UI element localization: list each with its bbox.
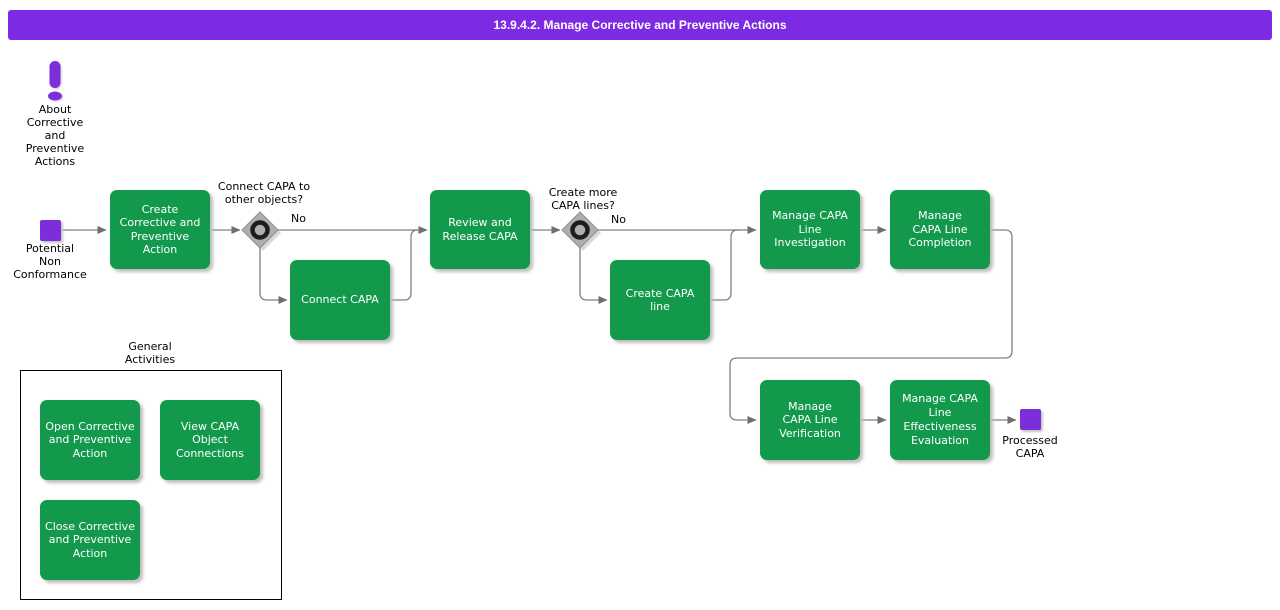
activity-connect-capa[interactable]: Connect CAPA xyxy=(290,260,390,340)
page-title: 13.9.4.2. Manage Corrective and Preventi… xyxy=(493,18,787,32)
line-createline-loop xyxy=(710,229,741,301)
arrow-decision2-to-createline xyxy=(579,248,608,304)
line-wrap-to-verification xyxy=(729,229,1013,424)
decision2-question: Create more CAPA lines? xyxy=(548,186,618,212)
decision-diamond-connect-capa xyxy=(241,211,281,251)
about-label: About Corrective and Preventive Actions xyxy=(25,103,85,168)
decision1-no-label: No xyxy=(291,212,306,225)
decision-diamond-create-more-lines xyxy=(561,211,601,251)
general-activities-label: General Activities xyxy=(124,340,176,366)
end-node xyxy=(1020,409,1041,430)
arrow-decision1-to-connect xyxy=(259,248,288,304)
title-banner: 13.9.4.2. Manage Corrective and Preventi… xyxy=(8,10,1272,40)
start-node xyxy=(40,220,61,241)
exclamation-icon xyxy=(48,61,62,101)
line-connect-loop xyxy=(390,229,421,301)
flow-arrows xyxy=(61,226,1017,424)
activity-create-capa-line[interactable]: Create CAPA line xyxy=(610,260,710,340)
activity-manage-capa-line-investigation[interactable]: Manage CAPA Line Investigation xyxy=(760,190,860,269)
about-link[interactable] xyxy=(40,58,70,104)
start-node-label: Potential Non Conformance xyxy=(13,242,87,281)
activity-manage-capa-line-completion[interactable]: Manage CAPA Line Completion xyxy=(890,190,990,269)
activity-create-capa[interactable]: Create Corrective and Preventive Action xyxy=(110,190,210,269)
activity-close-capa[interactable]: Close Corrective and Preventive Action xyxy=(40,500,140,580)
activity-manage-capa-line-verification[interactable]: Manage CAPA Line Verification xyxy=(760,380,860,460)
decision2-no-label: No xyxy=(611,213,626,226)
end-node-label: Processed CAPA xyxy=(1002,434,1058,460)
activity-manage-capa-line-effectiveness-evaluation[interactable]: Manage CAPA Line Effectiveness Evaluatio… xyxy=(890,380,990,460)
activity-review-release-capa[interactable]: Review and Release CAPA xyxy=(430,190,530,269)
activity-open-capa[interactable]: Open Corrective and Preventive Action xyxy=(40,400,140,480)
decision1-question: Connect CAPA to other objects? xyxy=(217,180,311,206)
activity-view-capa-object-connections[interactable]: View CAPA Object Connections xyxy=(160,400,260,480)
